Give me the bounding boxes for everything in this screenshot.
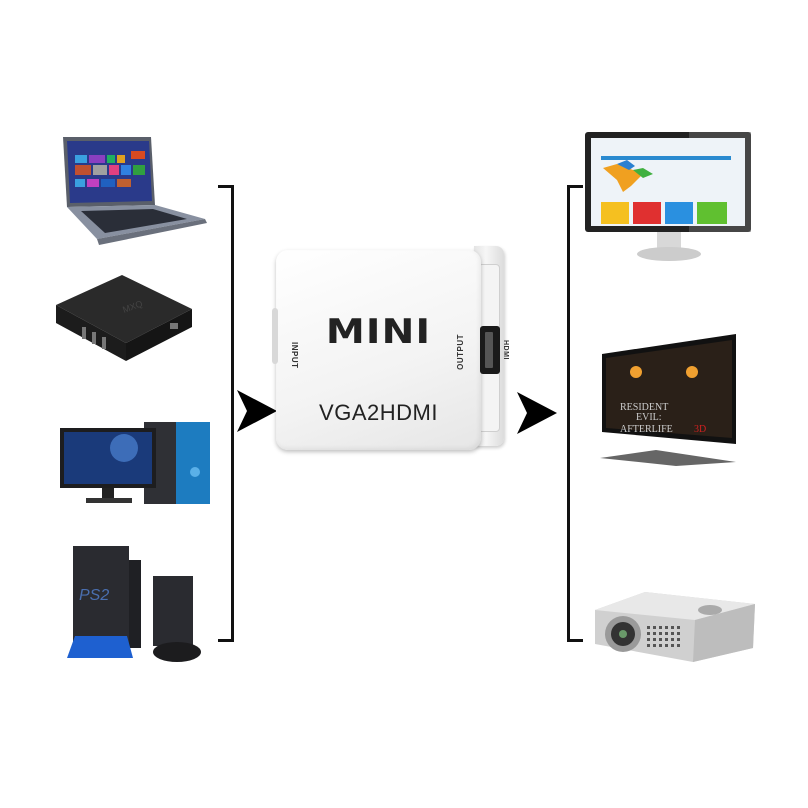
adapter-front-face: MINI INPUT OUTPUT VGA2HDMI <box>272 250 481 450</box>
monitor-icon <box>585 132 751 261</box>
output-label: OUTPUT <box>456 334 465 370</box>
svg-text:3D: 3D <box>694 424 706 435</box>
input-label: INPUT <box>290 342 299 369</box>
vga2hdmi-adapter: MINI INPUT OUTPUT VGA2HDMI HDMI <box>272 246 509 452</box>
hdmi-port-label: HDMI <box>502 340 509 360</box>
arrow-right-icon <box>237 390 277 432</box>
projector-icon <box>595 592 755 662</box>
svg-text:AFTERLIFE: AFTERLIFE <box>620 424 673 435</box>
brand-label: MINI <box>325 312 432 352</box>
vga-input-port <box>272 308 278 364</box>
tv-icon: RESIDENT EVIL: AFTERLIFE 3D <box>600 334 736 466</box>
input-group-bracket <box>218 185 234 642</box>
hdmi-output-port <box>480 326 500 374</box>
desktop-pc-icon <box>60 422 210 504</box>
svg-text:EVIL:: EVIL: <box>636 412 662 423</box>
laptop-icon <box>63 137 207 245</box>
svg-text:RESIDENT: RESIDENT <box>620 402 668 413</box>
svg-text:PS2: PS2 <box>79 587 109 604</box>
model-label: VGA2HDMI <box>319 400 438 425</box>
output-group-bracket <box>567 185 583 642</box>
game-console-icon: PS2 <box>67 546 201 662</box>
arrow-right-icon <box>517 392 557 434</box>
set-top-box-icon: MXQ <box>56 275 192 361</box>
